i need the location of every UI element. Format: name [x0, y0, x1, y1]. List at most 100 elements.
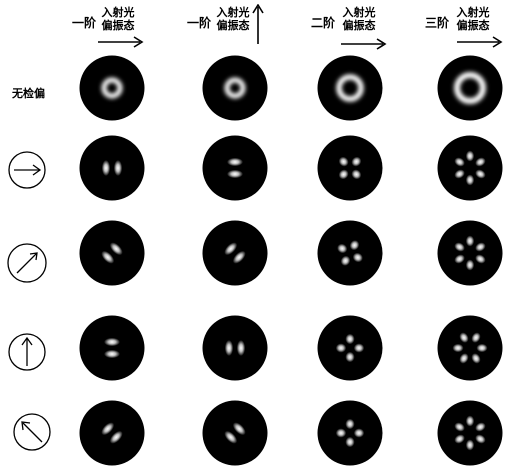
beam-pattern [202, 315, 268, 381]
beam-disk [437, 135, 503, 201]
intensity-lobe [465, 174, 475, 186]
beam-pattern [79, 55, 145, 121]
beam-pattern [202, 135, 268, 201]
intensity-ring [224, 77, 246, 99]
intensity-lobe [109, 430, 123, 444]
beam-pattern [437, 135, 503, 201]
intensity-lobe [340, 255, 351, 266]
intensity-lobe [465, 415, 475, 427]
beam-pattern [202, 400, 268, 466]
intensity-lobe [454, 254, 465, 264]
beam-disk [437, 55, 503, 121]
intensity-lobe [227, 157, 243, 167]
beam-disk [317, 220, 383, 286]
beam-disk [202, 135, 268, 201]
intensity-ring [101, 77, 123, 99]
beam-pattern [317, 220, 383, 286]
intensity-lobe [351, 156, 362, 167]
arrow-up-icon [252, 4, 264, 44]
beam-pattern [317, 55, 383, 121]
beam-disk [202, 55, 268, 121]
intensity-lobe [101, 250, 115, 264]
intensity-lobe [345, 333, 355, 345]
beam-pattern [317, 315, 383, 381]
intensity-lobe [113, 160, 123, 176]
polarization-label: 入射光 偏振态 [456, 6, 490, 32]
intensity-lobe [465, 150, 475, 162]
intensity-lobe [232, 422, 246, 436]
arrow-right-icon [341, 38, 387, 50]
intensity-lobe [465, 259, 475, 271]
beam-disk [437, 220, 503, 286]
intensity-lobe [349, 240, 360, 251]
intensity-lobe [104, 337, 120, 347]
order-label: 二阶 [311, 16, 336, 30]
column-header-1: 一阶 入射光 偏振态 [72, 4, 147, 48]
beam-disk [79, 135, 145, 201]
beam-pattern [437, 315, 503, 381]
beam-disk [79, 220, 145, 286]
arrow-right-circle-icon [8, 151, 46, 189]
beam-pattern [79, 220, 145, 286]
intensity-lobe [109, 242, 123, 256]
intensity-lobe [452, 343, 464, 353]
arrow-upright-circle-icon [7, 243, 47, 283]
beam-disk [202, 220, 268, 286]
intensity-lobe [454, 157, 465, 167]
intensity-lobe [454, 242, 465, 252]
intensity-lobe [227, 169, 243, 179]
beam-pattern [79, 315, 145, 381]
intensity-lobe [475, 242, 486, 252]
beam-disk [202, 315, 268, 381]
intensity-lobe [471, 332, 481, 343]
beam-pattern [437, 220, 503, 286]
intensity-lobe [335, 343, 347, 353]
arrow-up-circle-icon [8, 333, 46, 371]
beam-pattern [79, 135, 145, 201]
column-header-3: 二阶 入射光 偏振态 [311, 4, 391, 50]
intensity-lobe [345, 418, 355, 430]
intensity-lobe [476, 343, 488, 353]
intensity-lobe [475, 434, 486, 444]
intensity-lobe [459, 332, 469, 343]
arrow-right-icon [457, 36, 503, 48]
intensity-lobe [465, 439, 475, 451]
intensity-lobe [475, 157, 486, 167]
beam-disk [317, 315, 383, 381]
intensity-ring [336, 74, 364, 102]
polarization-label: 入射光 偏振态 [342, 6, 376, 32]
beam-disk [317, 135, 383, 201]
intensity-lobe [104, 349, 120, 359]
beam-disk [202, 400, 268, 466]
intensity-lobe [101, 160, 111, 176]
intensity-lobe [475, 169, 486, 179]
intensity-lobe [471, 353, 481, 364]
beam-disk [79, 400, 145, 466]
intensity-lobe [232, 250, 246, 264]
beam-pattern [202, 220, 268, 286]
intensity-lobe [459, 353, 469, 364]
intensity-lobe [335, 428, 347, 438]
beam-disk [437, 315, 503, 381]
polarization-label: 入射光 偏振态 [216, 6, 250, 32]
beam-pattern [437, 400, 503, 466]
column-header-4: 三阶 入射光 偏振态 [425, 4, 510, 48]
column-header-2: 一阶 入射光 偏振态 [187, 4, 267, 48]
intensity-lobe [454, 169, 465, 179]
beam-disk [317, 400, 383, 466]
intensity-lobe [351, 169, 362, 180]
intensity-lobe [353, 343, 365, 353]
beam-pattern [437, 55, 503, 121]
arrow-upleft-circle-icon [13, 413, 51, 451]
polarization-label: 入射光 偏振态 [101, 6, 135, 32]
intensity-lobe [338, 169, 349, 180]
intensity-ring [454, 72, 486, 104]
intensity-lobe [224, 340, 234, 356]
order-label: 三阶 [425, 16, 450, 30]
row-label-no-analyzer: 无检偏 [12, 87, 45, 100]
intensity-lobe [352, 252, 363, 263]
beam-disk [437, 400, 503, 466]
beam-pattern [202, 55, 268, 121]
intensity-lobe [338, 156, 349, 167]
intensity-lobe [224, 430, 238, 444]
